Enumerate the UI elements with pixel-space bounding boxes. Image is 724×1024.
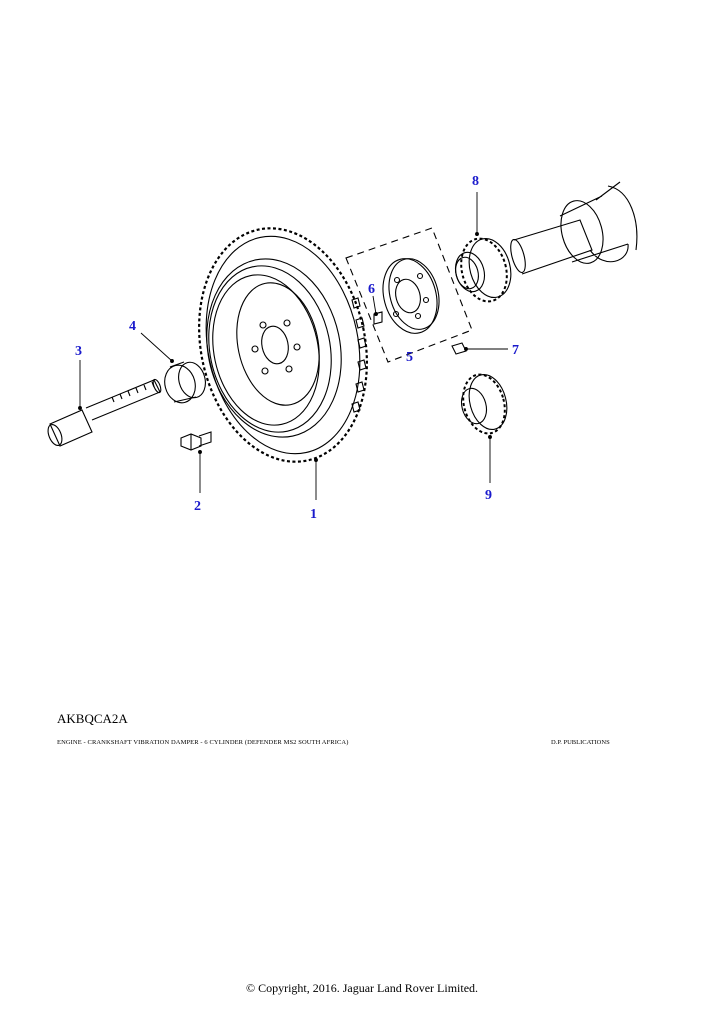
woodruff-key-part-7	[451, 342, 467, 355]
hub-flange-part-5	[382, 258, 440, 334]
leader-lines	[78, 192, 508, 500]
callout-2: 2	[194, 499, 201, 514]
spacer-part-4	[164, 361, 206, 404]
callout-5: 5	[406, 350, 413, 365]
publisher-label: D.P. PUBLICATIONS	[551, 739, 610, 746]
crankshaft-gear-part-8	[454, 237, 512, 303]
dowel-pin-part-6	[373, 311, 383, 325]
gear-part-9	[460, 373, 508, 435]
callout-4: 4	[129, 319, 136, 334]
callout-6: 6	[368, 282, 375, 297]
callout-8: 8	[472, 174, 479, 189]
vibration-damper-part-1	[198, 227, 368, 463]
small-bolt-part-2	[180, 431, 212, 451]
callout-9: 9	[485, 488, 492, 503]
callout-3: 3	[75, 344, 82, 359]
callout-1: 1	[310, 507, 317, 522]
assembly-boundary	[345, 227, 473, 363]
copyright-notice: © Copyright, 2016. Jaguar Land Rover Lim…	[245, 981, 479, 995]
callout-7: 7	[512, 343, 519, 358]
diagram-caption: ENGINE - CRANKSHAFT VIBRATION DAMPER - 6…	[57, 739, 349, 746]
crankshaft-bolt-part-3	[47, 378, 162, 447]
diagram-reference-code: AKBQCA2A	[57, 711, 128, 726]
crankshaft	[510, 181, 638, 275]
